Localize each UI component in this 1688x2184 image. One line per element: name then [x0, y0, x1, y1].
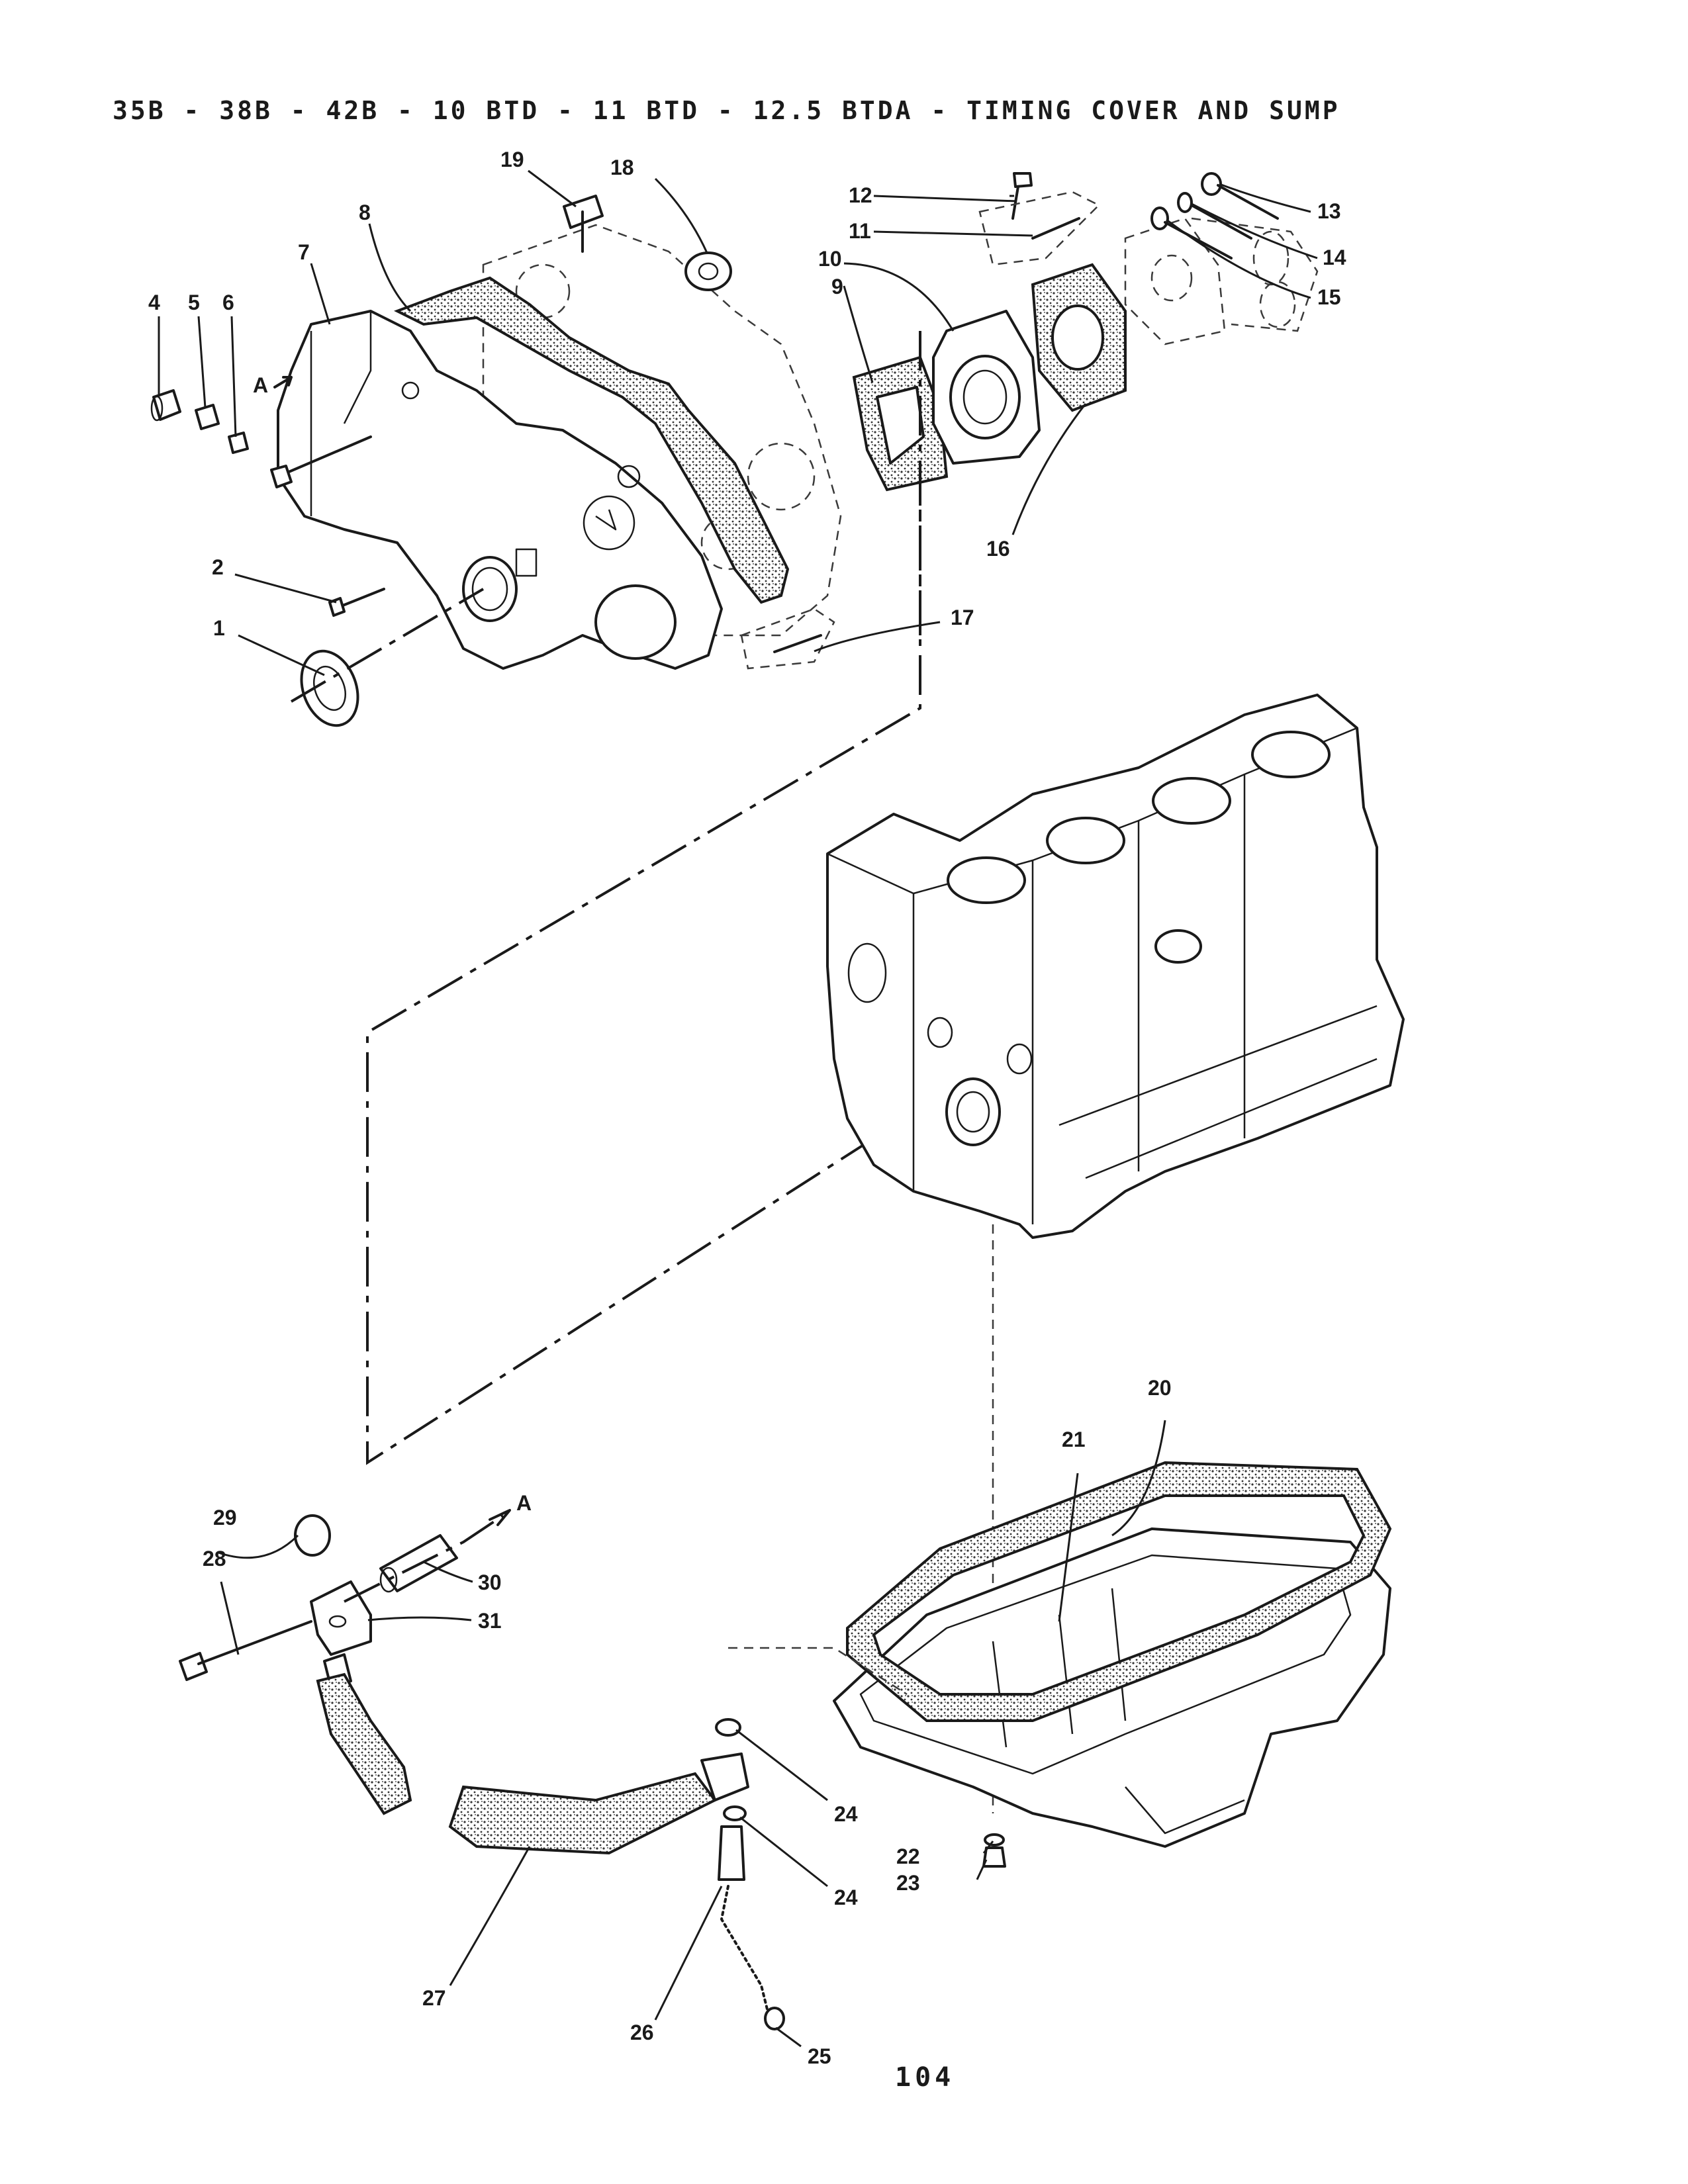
washer-22 — [984, 1833, 1005, 1846]
callout-5: 5 — [188, 291, 200, 314]
callout-19: 19 — [500, 148, 524, 171]
view-marker-a-return: A — [516, 1491, 532, 1515]
washer-15 — [1150, 206, 1169, 230]
oil-sump — [833, 1461, 1392, 1868]
callout-16: 16 — [986, 537, 1010, 561]
washer-14 — [1177, 192, 1193, 213]
callout-22: 22 — [896, 1844, 920, 1868]
callout-8: 8 — [359, 201, 371, 224]
washer-24-lower — [723, 1805, 747, 1821]
callout-28: 28 — [203, 1547, 226, 1570]
callout-29: 29 — [213, 1506, 237, 1529]
lock-wire — [720, 1885, 769, 2013]
washer-24-upper — [715, 1718, 741, 1737]
view-marker-a: A — [253, 373, 268, 397]
leader-lines — [158, 169, 1318, 2048]
callout-6: 6 — [222, 291, 234, 314]
sump-gasket — [846, 1461, 1392, 1722]
callout-9: 9 — [831, 275, 843, 298]
timing-cover-gasket — [394, 276, 790, 604]
callout-13: 13 — [1317, 199, 1341, 223]
callout-31: 31 — [478, 1609, 502, 1633]
timing-cover — [277, 310, 723, 670]
page-number: 104 — [895, 2062, 955, 2093]
alignment-line-cover — [366, 331, 921, 1465]
cylinder-block — [826, 694, 1405, 1239]
callout-20: 20 — [1148, 1376, 1172, 1400]
bearing-housing-10 — [932, 310, 1041, 465]
bush-5 — [195, 404, 220, 430]
callout-2: 2 — [212, 555, 224, 579]
banjo-fitting — [700, 1752, 749, 1801]
bolt-long — [277, 435, 372, 478]
callout-7: 7 — [298, 240, 310, 264]
oil-hose-27 — [316, 1672, 412, 1815]
callout-21: 21 — [1062, 1428, 1086, 1451]
seal-25 — [764, 2007, 785, 2030]
oil-pipe-assembly: A — [179, 1491, 785, 2030]
washer-6 — [228, 432, 249, 454]
bracket-31 — [310, 1580, 372, 1656]
callout-4: 4 — [148, 291, 160, 314]
oil-seal-18 — [684, 251, 732, 291]
nut-13 — [1201, 172, 1222, 196]
callout-24-lower: 24 — [834, 1886, 858, 1909]
callout-27: 27 — [422, 1986, 446, 2010]
crank-seal-bore — [462, 556, 518, 622]
callout-30: 30 — [478, 1570, 502, 1594]
callout-18: 18 — [610, 156, 634, 179]
callout-12: 12 — [849, 183, 872, 207]
callout-15: 15 — [1317, 285, 1341, 309]
callout-10: 10 — [818, 247, 842, 271]
callout-labels: 1 2 4 5 6 7 8 19 18 9 10 12 11 13 14 15 … — [148, 148, 1346, 2068]
banjo-bolt-26 — [718, 1825, 745, 1881]
diagram-title: 35B - 38B - 42B - 10 BTD - 11 BTD - 12.5… — [113, 96, 1340, 125]
rear-housing-outline — [1124, 217, 1319, 345]
crank-oil-seal — [290, 588, 485, 727]
callout-26: 26 — [630, 2021, 654, 2044]
stud-17 — [773, 634, 822, 653]
cap-29 — [294, 1514, 331, 1557]
callout-24-upper: 24 — [834, 1802, 858, 1826]
callout-1: 1 — [213, 616, 225, 640]
timing-cover-assembly: A — [253, 224, 842, 670]
callout-14: 14 — [1323, 246, 1346, 269]
callout-11: 11 — [849, 219, 871, 243]
callout-25: 25 — [808, 2044, 831, 2068]
drain-plug-23 — [982, 1846, 1006, 1868]
bolt-28 — [179, 1652, 208, 1681]
callout-17: 17 — [951, 606, 974, 629]
callout-23: 23 — [896, 1871, 920, 1895]
plug-parts — [150, 389, 372, 488]
stud-11 — [1031, 217, 1080, 240]
plug-4 — [152, 389, 181, 421]
